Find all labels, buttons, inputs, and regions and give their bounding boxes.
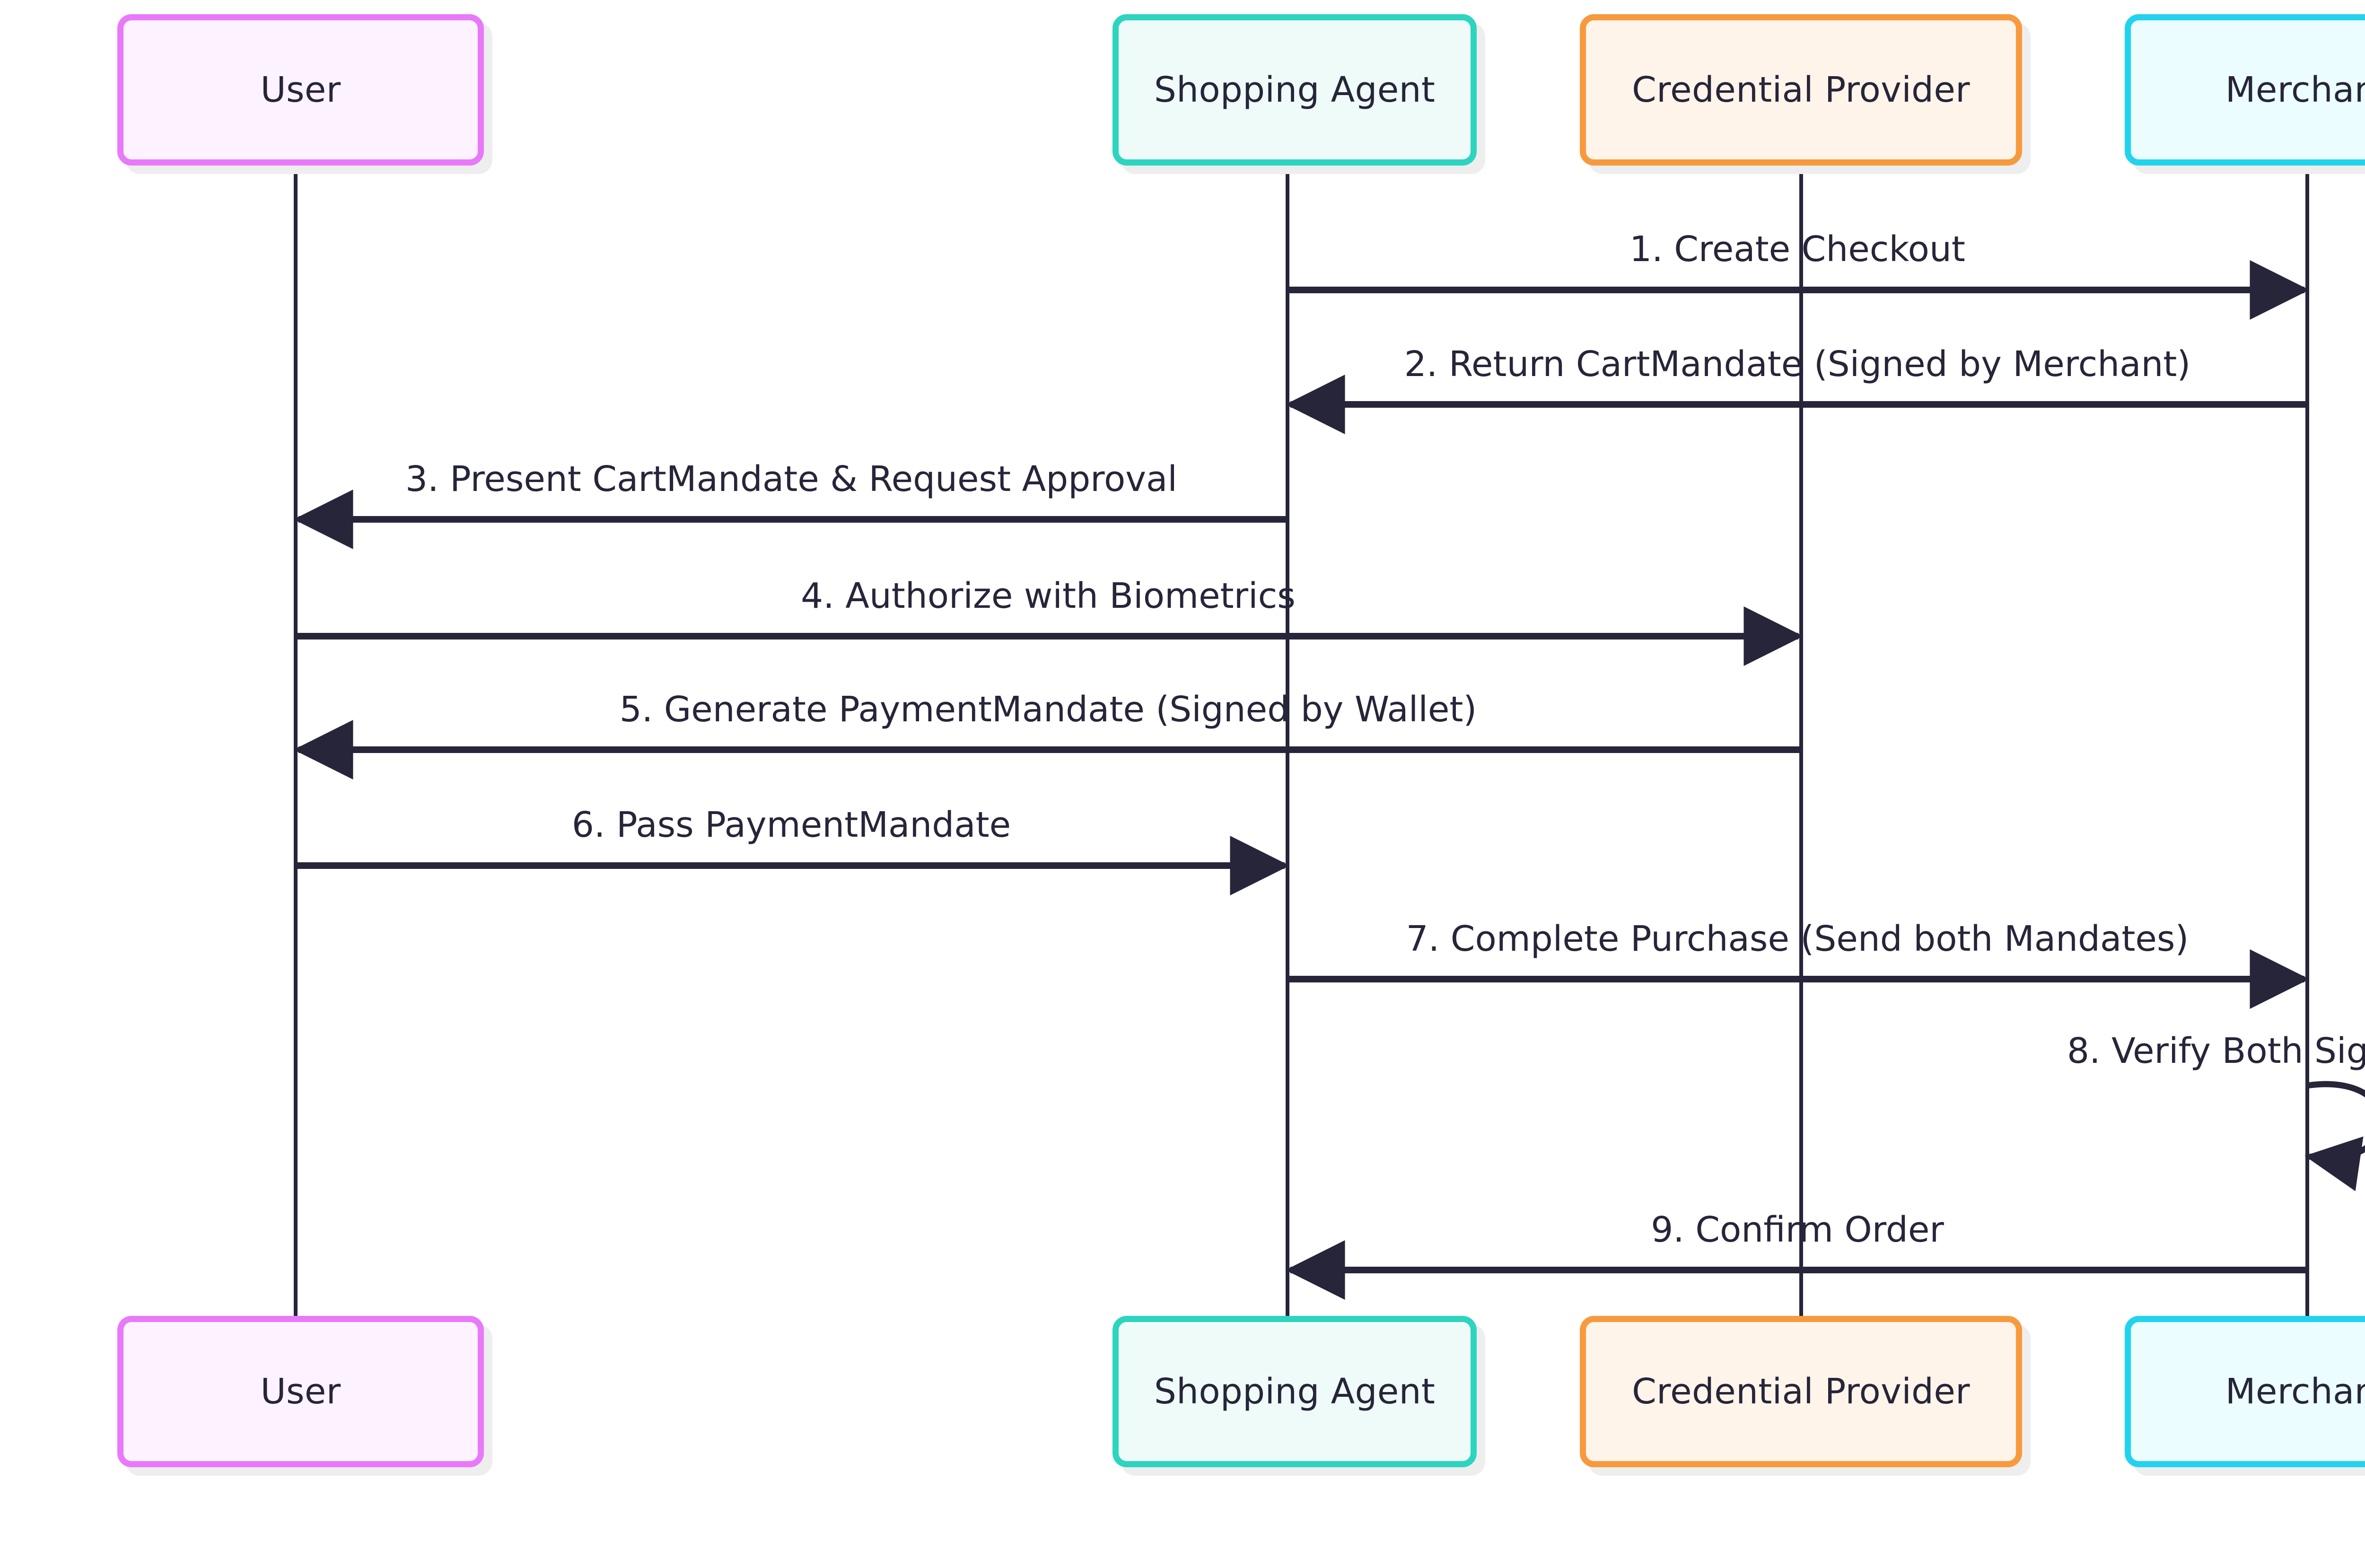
message-label-4: 4. Authorize with Biometrics (801, 576, 1296, 616)
message-arrows-group (293, 260, 2365, 1300)
participant-label-user: User (260, 1371, 341, 1412)
participant-label-user: User (260, 70, 341, 110)
message-label-5: 5. Generate PaymentMandate (Signed by Wa… (619, 689, 1477, 730)
participant-box-shopping-agent-top[interactable]: Shopping Agent (1112, 14, 1477, 166)
participant-label-merchant: Merchant (2225, 1371, 2365, 1412)
message-label-9: 9. Confirm Order (1651, 1209, 1944, 1250)
participant-label-merchant: Merchant (2225, 70, 2365, 110)
message-label-1: 1. Create Checkout (1629, 229, 1965, 270)
message-label-6: 6. Pass PaymentMandate (571, 805, 1011, 845)
participant-box-credential-provider-top[interactable]: Credential Provider (1580, 14, 2022, 166)
participant-box-merchant-bottom[interactable]: Merchant (2125, 1316, 2365, 1467)
participant-box-merchant-top[interactable]: Merchant (2125, 14, 2365, 166)
participant-label-credential-provider: Credential Provider (1632, 70, 1970, 110)
participant-box-user-bottom[interactable]: User (117, 1316, 484, 1467)
message-label-7: 7. Complete Purchase (Send both Mandates… (1406, 919, 2189, 959)
participant-box-credential-provider-bottom[interactable]: Credential Provider (1580, 1316, 2022, 1467)
lifelines-group (294, 166, 2309, 1320)
participant-box-shopping-agent-bottom[interactable]: Shopping Agent (1112, 1316, 1477, 1467)
message-label-3: 3. Present CartMandate & Request Approva… (405, 459, 1177, 499)
message-arrow-self-8 (2304, 1081, 2365, 1191)
participant-label-shopping-agent: Shopping Agent (1154, 70, 1436, 110)
participant-box-user-top[interactable]: User (117, 14, 484, 166)
participant-label-shopping-agent: Shopping Agent (1154, 1371, 1436, 1412)
message-label-2: 2. Return CartMandate (Signed by Merchan… (1404, 344, 2191, 385)
participant-label-credential-provider: Credential Provider (1632, 1371, 1970, 1412)
message-label-8: 8. Verify Both Signatures (2067, 1031, 2365, 1071)
